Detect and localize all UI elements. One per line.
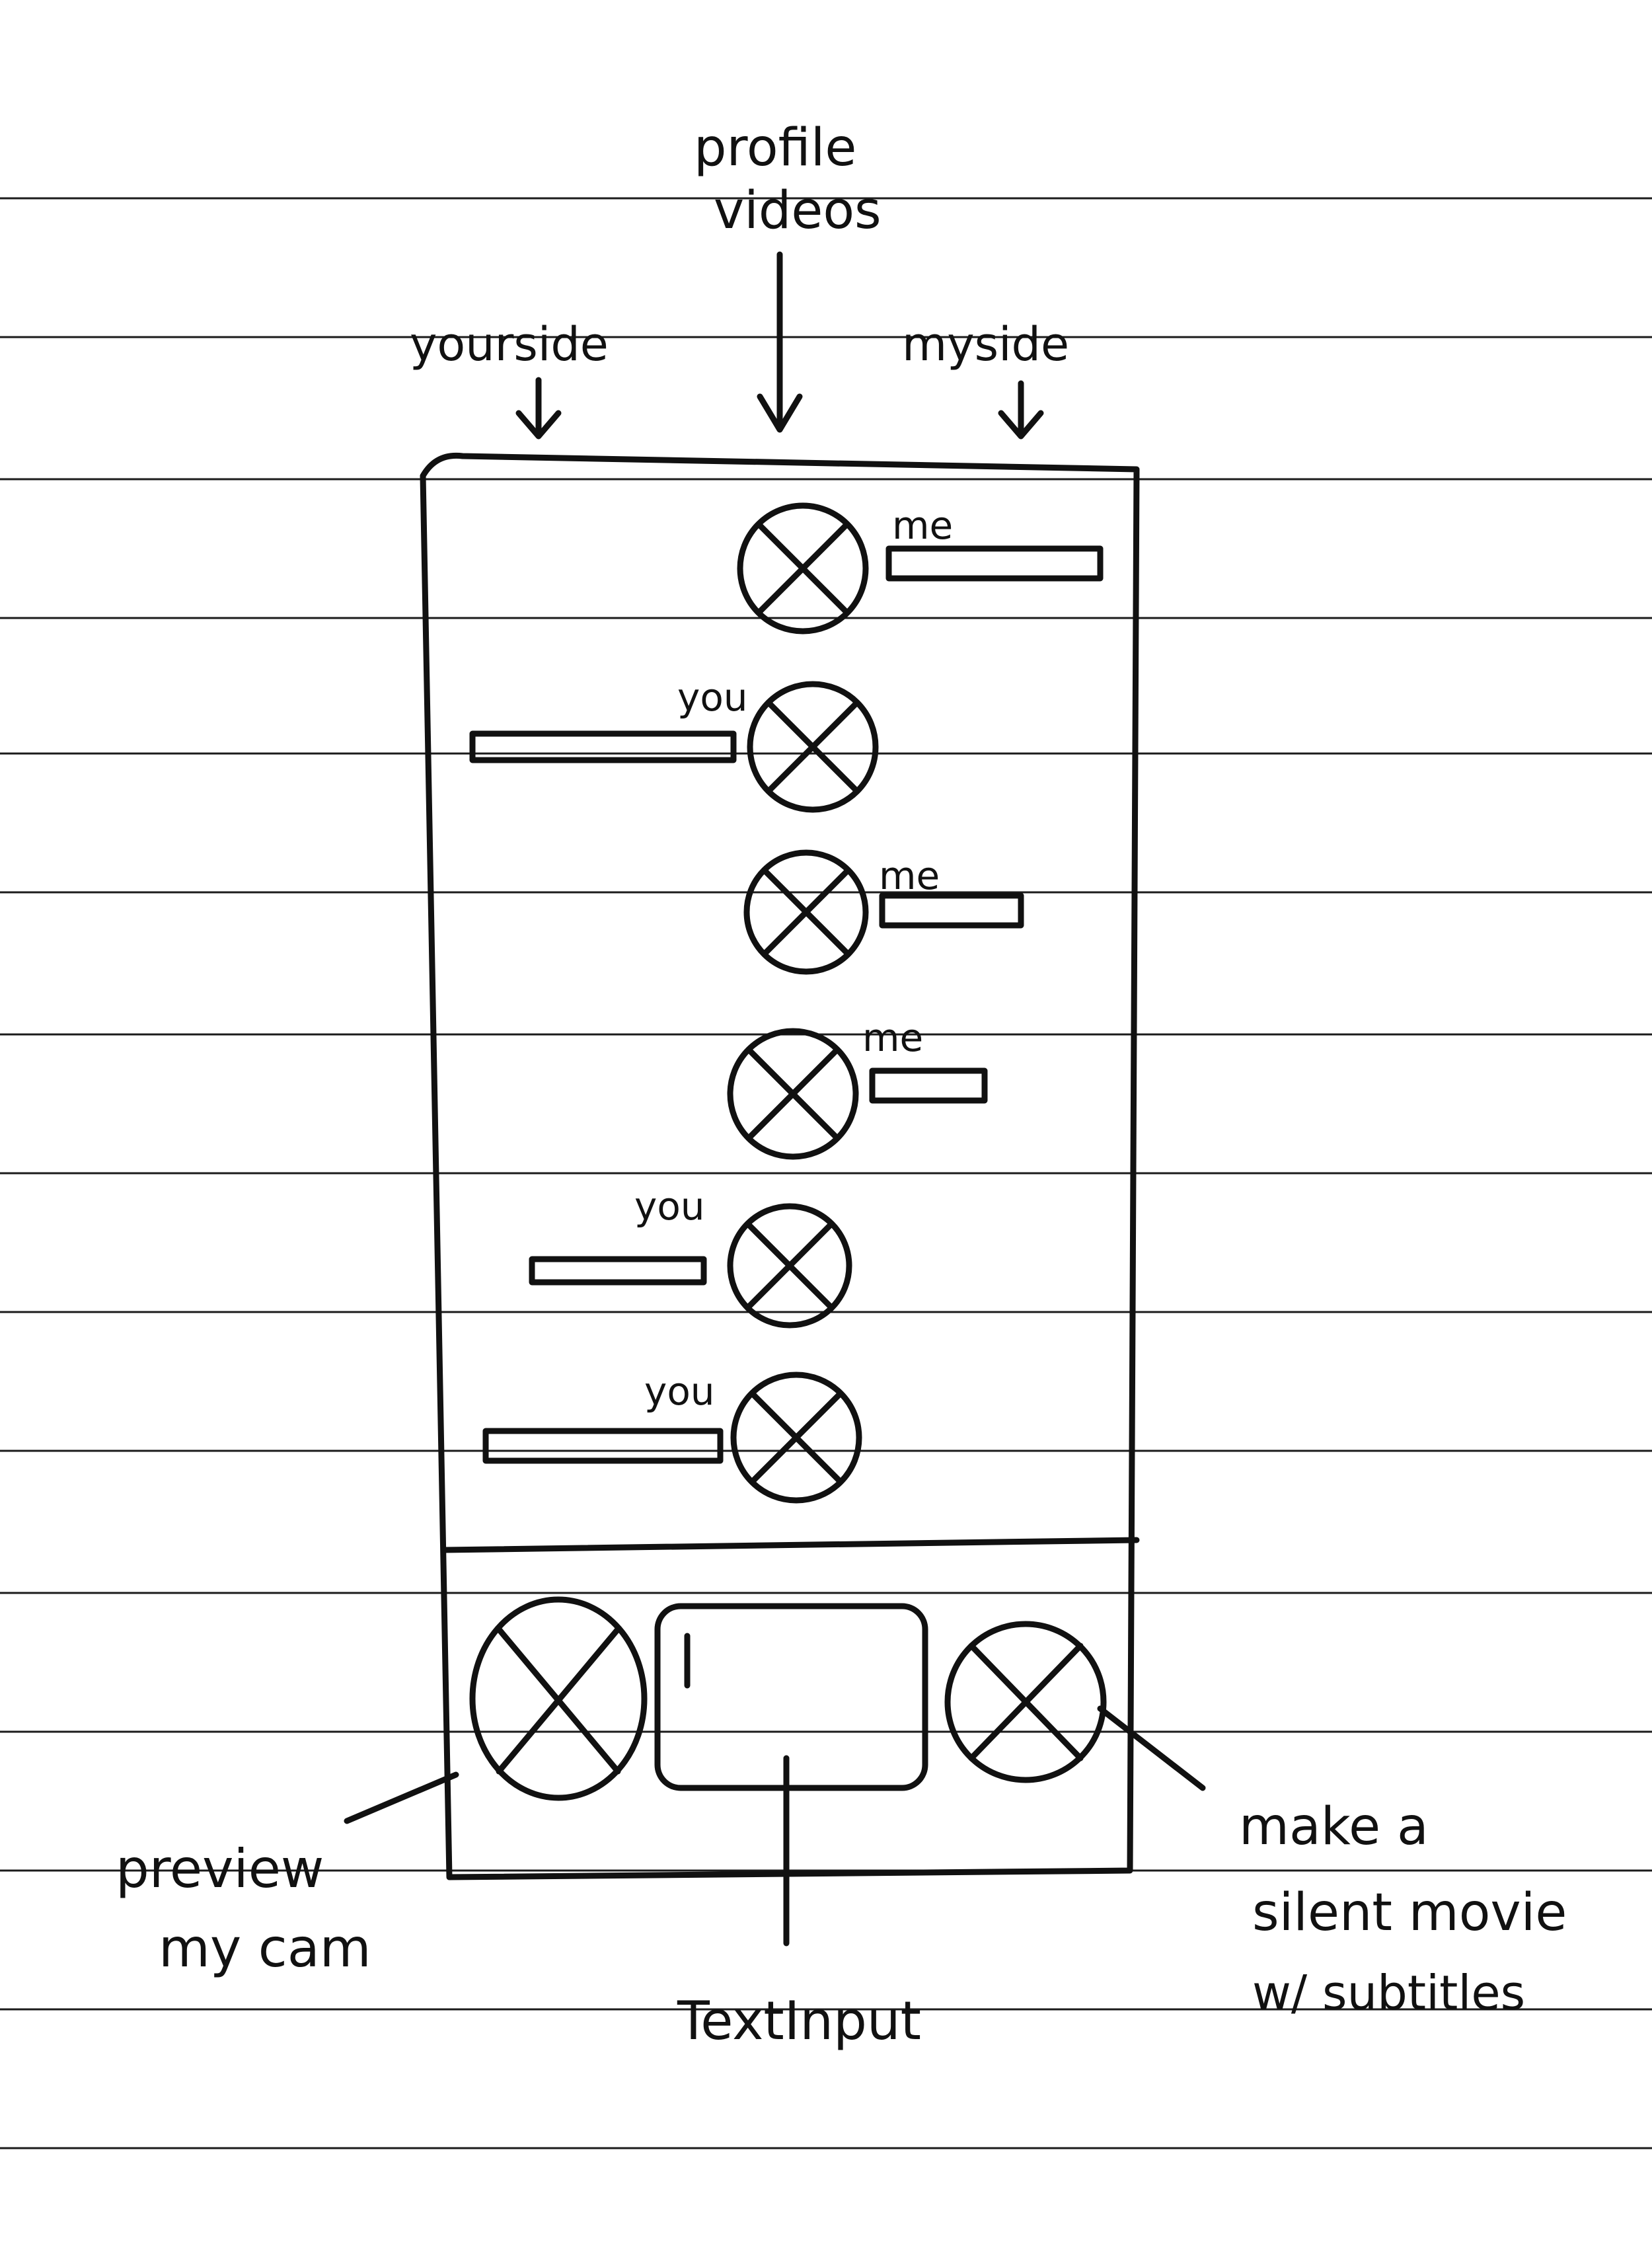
speaker-label: me: [862, 1015, 923, 1060]
label-subtitles: w/ subtitles: [1252, 1965, 1525, 2021]
avatar-video-icon[interactable]: [727, 1028, 859, 1160]
label-my-side: myside: [902, 317, 1069, 371]
speaker-label: me: [879, 853, 940, 898]
label-profile: profile: [694, 118, 856, 178]
message-row-you: you: [469, 675, 879, 813]
label-my-cam: my cam: [159, 1917, 371, 1979]
message-row-you: you: [482, 1369, 862, 1504]
speaker-label: me: [892, 503, 953, 548]
text-input-field[interactable]: [654, 1603, 928, 1791]
message-bubble: [482, 1428, 724, 1464]
message-bubble: [885, 545, 1104, 582]
avatar-video-icon[interactable]: [727, 1203, 852, 1329]
message-bubble: [869, 1067, 988, 1104]
pointer-silent-movie: [1097, 1705, 1206, 1791]
speaker-label: you: [677, 675, 748, 720]
message-row-me: me: [737, 502, 1104, 635]
arrow-your-side: [515, 377, 562, 440]
arrow-profile-videos: [757, 251, 803, 433]
arrow-my-side: [998, 380, 1044, 440]
message-row-me: me: [743, 849, 1024, 975]
label-make-a: make a: [1239, 1797, 1429, 1857]
message-row-me: me: [727, 1015, 988, 1160]
pointer-preview-cam: [344, 1771, 459, 1824]
phone-frame: [420, 452, 1140, 1880]
avatar-video-icon[interactable]: [743, 849, 869, 975]
avatar-video-icon[interactable]: [737, 502, 869, 635]
avatar-video-icon[interactable]: [747, 681, 879, 813]
divider-line: [441, 1537, 1140, 1553]
label-videos: videos: [714, 181, 882, 241]
label-text-input: TextInput: [677, 1990, 921, 2052]
speaker-label: you: [644, 1369, 715, 1414]
message-bubble: [879, 892, 1024, 929]
label-silent-movie: silent movie: [1252, 1883, 1567, 1943]
message-bubble: [529, 1256, 707, 1286]
message-row-you: you: [529, 1184, 852, 1329]
label-your-side: yourside: [410, 317, 609, 371]
speaker-label: you: [634, 1184, 705, 1229]
avatar-video-icon[interactable]: [730, 1372, 862, 1504]
label-preview: preview: [116, 1838, 324, 1900]
message-bubble: [469, 730, 737, 763]
camera-preview-icon[interactable]: [469, 1596, 648, 1801]
record-movie-button[interactable]: [944, 1621, 1107, 1783]
